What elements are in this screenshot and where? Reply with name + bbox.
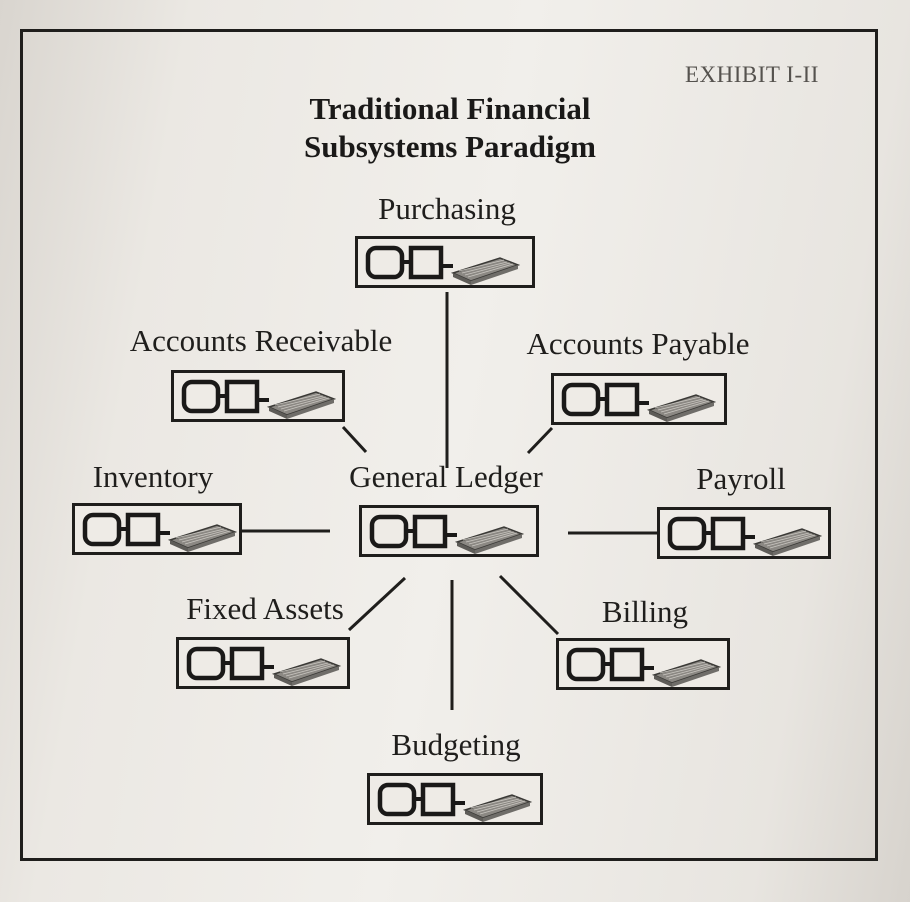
- terminal-drive-storage-icon: [370, 776, 540, 822]
- terminal-drive-storage-icon: [179, 640, 347, 686]
- title-line-2: Subsystems Paradigm: [304, 129, 596, 164]
- label-billing: Billing: [601, 594, 689, 629]
- node-inventory: [72, 503, 242, 555]
- title-line-1: Traditional Financial: [309, 91, 591, 126]
- diagram-title: Traditional Financial Subsystems Paradig…: [240, 90, 660, 166]
- terminal-drive-storage-icon: [358, 239, 532, 285]
- label-inventory: Inventory: [92, 459, 214, 494]
- link-accounts-payable: [526, 426, 554, 455]
- node-budgeting: [367, 773, 543, 825]
- terminal-drive-storage-icon: [362, 508, 536, 554]
- node-purchasing: [355, 236, 535, 288]
- label-accounts-payable: Accounts Payable: [526, 326, 750, 361]
- label-budgeting: Budgeting: [391, 727, 521, 762]
- label-fixed-assets: Fixed Assets: [186, 591, 344, 626]
- label-accounts-receivable: Accounts Receivable: [129, 323, 393, 358]
- link-accounts-receivable: [341, 425, 368, 454]
- node-payroll: [657, 507, 831, 559]
- link-fixed-assets: [347, 576, 407, 632]
- node-general-ledger: [359, 505, 539, 557]
- node-fixed-assets: [176, 637, 350, 689]
- label-general-ledger: General Ledger: [349, 459, 543, 494]
- label-payroll: Payroll: [696, 461, 786, 496]
- terminal-drive-storage-icon: [174, 373, 342, 419]
- link-billing: [498, 574, 560, 636]
- terminal-drive-storage-icon: [559, 641, 727, 687]
- node-accounts-receivable: [171, 370, 345, 422]
- terminal-drive-storage-icon: [554, 376, 724, 422]
- terminal-drive-storage-icon: [75, 506, 239, 552]
- node-billing: [556, 638, 730, 690]
- exhibit-label: EXHIBIT I-II: [685, 62, 819, 87]
- label-purchasing: Purchasing: [378, 191, 516, 226]
- exhibit-frame: [20, 29, 878, 861]
- node-accounts-payable: [551, 373, 727, 425]
- terminal-drive-storage-icon: [660, 510, 828, 556]
